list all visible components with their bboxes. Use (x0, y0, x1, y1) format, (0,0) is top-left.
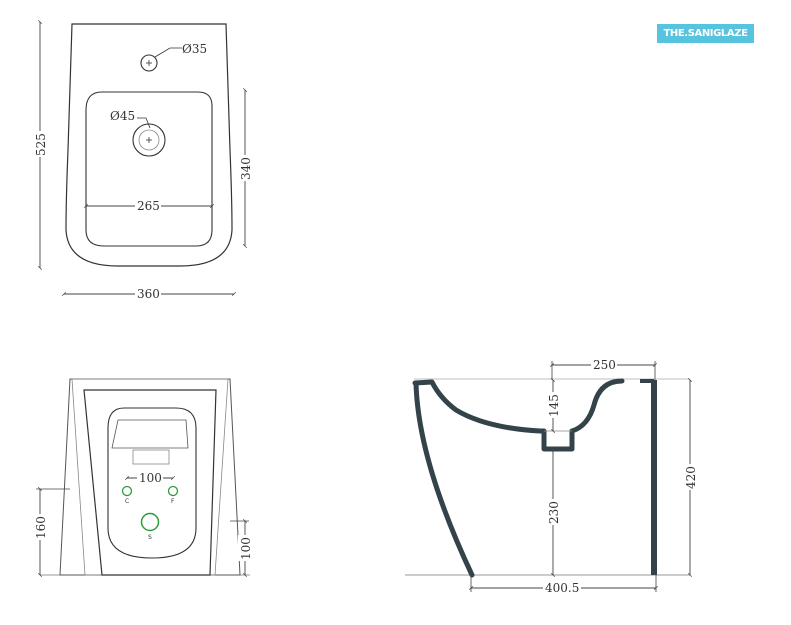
length-dimension: 525 (34, 133, 48, 156)
brand-badge: THE.SANIGLAZE (657, 24, 754, 43)
rear-view-body (83, 389, 217, 576)
hot-label: F (171, 498, 175, 505)
bowl-outline (85, 91, 213, 247)
rear-bracket (111, 419, 189, 449)
outer-front-wall (413, 380, 475, 578)
waste-connection (140, 512, 160, 532)
connection-spacing-dimension: 100 (139, 471, 162, 485)
connection-height-dimension: 160 (34, 516, 48, 539)
width-dimension: 360 (137, 287, 160, 301)
outlet-height-dimension: 230 (547, 501, 561, 524)
rear-recess (107, 407, 197, 559)
waste-label: S (148, 534, 152, 541)
waste-height-dimension: 100 (239, 537, 253, 560)
hot-water-connection (167, 485, 179, 497)
section-profile (412, 378, 625, 452)
total-height-dimension: 420 (684, 466, 698, 489)
cold-label: C (125, 498, 129, 505)
tap-hole-dimension: Ø35 (182, 42, 207, 56)
bowl-depth-dimension: 145 (547, 394, 561, 417)
side-view: 250 145 230 420 400.5 (405, 358, 698, 595)
bowl-width-dimension: 265 (137, 199, 160, 213)
tap-hole (140, 54, 158, 72)
rim-to-back-dimension: 250 (593, 358, 616, 372)
drain-hole (132, 123, 166, 157)
rear-view: C F S 100 160 100 (33, 378, 253, 578)
bowl-length-dimension: 340 (239, 157, 253, 180)
top-view-outline (65, 23, 233, 267)
drain-hole-dimension: Ø45 (110, 109, 135, 123)
top-view: Ø35 Ø45 525 340 265 360 (33, 19, 253, 301)
cold-water-connection (121, 485, 133, 497)
rear-view-inner-outline (71, 378, 229, 576)
total-depth-dimension: 400.5 (545, 581, 579, 595)
